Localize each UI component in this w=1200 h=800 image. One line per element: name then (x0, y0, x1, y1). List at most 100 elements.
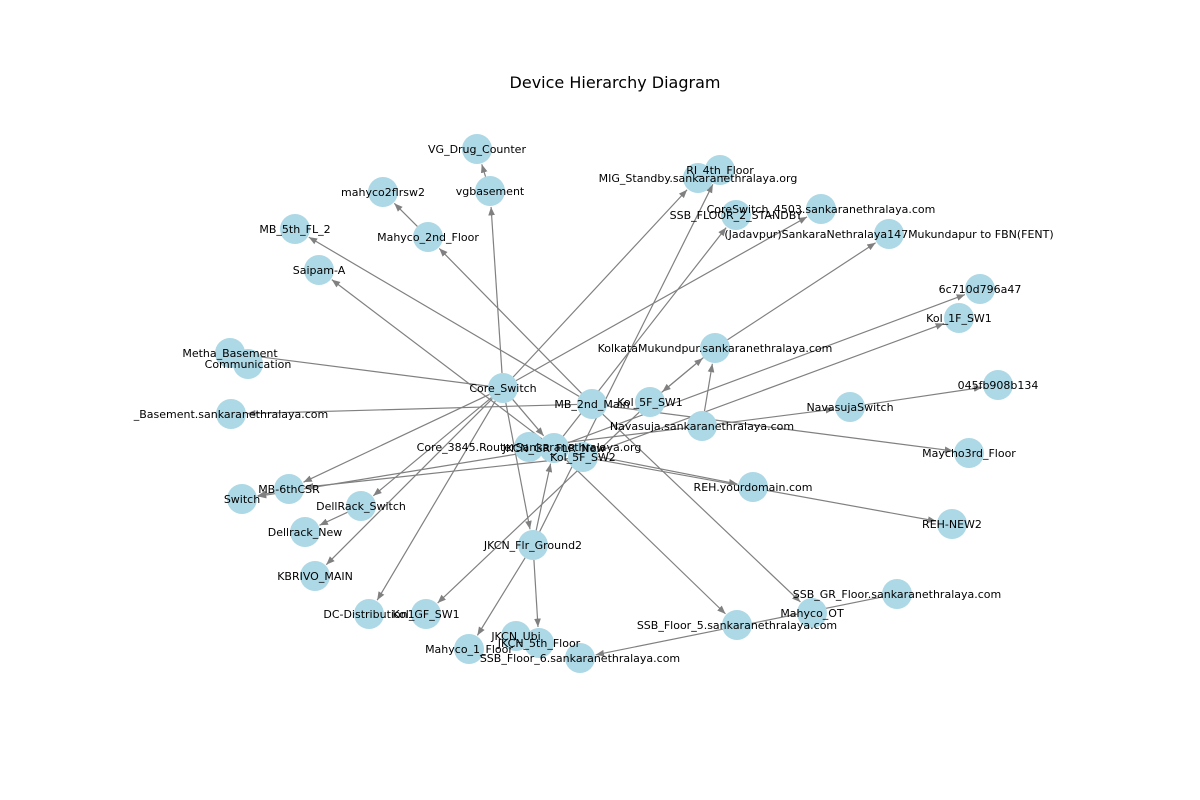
node-label-mahyco2flrsw2: mahyco2flrsw2 (341, 186, 425, 199)
node-label-kol-1f-sw1: Kol_1F_SW1 (926, 312, 992, 325)
node-dellrack-new (290, 517, 320, 547)
node-maycho3rd-floor (954, 438, 984, 468)
node-label-mb-5th-fl-2: MB_5th_FL_2 (259, 223, 330, 236)
node-label-navasuja-sankara: Navasuja.sankaranethralaya.com (610, 420, 794, 433)
node-label-mahyco-ot: Mahyco_OT (780, 607, 844, 620)
node-navasujaswitch (835, 392, 865, 422)
edge-jkcn-flr-ground2-to-ri-4th-floor (539, 184, 714, 532)
node-label-mahyco-2nd-floor: Mahyco_2nd_Floor (377, 231, 479, 244)
node-mb-2nd-main (577, 389, 607, 419)
node-vg-drug-counter (462, 134, 492, 164)
labels-layer: VG_Drug_CounterRI_4th_FloorMIG_Standby.s… (133, 143, 1054, 665)
node-jkcn-flr-ground2 (518, 530, 548, 560)
node-label-jkcn-flr-ground2: JKCN_Flr_Ground2 (483, 539, 582, 552)
edge-jkcn-flr-ground2-to-jkcn-5th-floor (533, 559, 541, 628)
edge-navasuja-sankara-to-navasujaswitch (716, 406, 835, 425)
node-jkcn-gr-flr-new (539, 433, 569, 463)
node-dellrack-switch (346, 491, 376, 521)
node-kol-5f-sw2 (568, 442, 598, 472)
node-label-saipam-a: Saipam-A (293, 264, 346, 277)
node-reh-new2 (937, 509, 967, 539)
node-label-basement-sankara: _Basement.sankaranethralaya.com (133, 408, 329, 421)
node-label-kolkatamukundpur: KolkataMukundpur.sankaranethralaya.com (598, 342, 833, 355)
edge-mb-2nd-main-to-mahyco-ot (602, 413, 801, 603)
node-label-mb-6thcsr: MB-6thCSR (258, 483, 320, 496)
node-label-jkcn-5th-floor: JKCN_5th_Floor (497, 637, 581, 650)
edge-jkcn-gr-flr-new-to-ssb-floor-5 (564, 457, 726, 615)
node-label-core-switch: Core_Switch (469, 382, 536, 395)
node-label-mahyco-1-floor: Mahyco_1_Floor (425, 643, 513, 656)
node-switch (227, 484, 257, 514)
edge-kol-5f-sw2-to-mb-6thcsr (304, 458, 569, 490)
node-label-jkcn-ubi: JKCN_Ubi (490, 630, 540, 643)
node-label-mig-standby: MIG_Standby.sankaranethralaya.org (599, 172, 798, 185)
edge-core-switch-to-mig-standby (512, 189, 688, 378)
edge-navasuja-sankara-to-kolkatamukundpur (703, 363, 715, 412)
node-ssb-floor-5 (722, 610, 752, 640)
edge-core-switch-to-coreswitch-4503 (515, 216, 808, 382)
node-label-maycho3rd-floor: Maycho3rd_Floor (922, 447, 1016, 460)
node-kolkatamukundpur (700, 333, 730, 363)
node-label-kbrivo-main: KBRIVO_MAIN (277, 570, 353, 583)
node-ssb-gr-floor (882, 579, 912, 609)
node-label-045fb908b134: 045fb908b134 (958, 379, 1039, 392)
node-mig-standby (683, 163, 713, 193)
edge-core-switch-to-mb-6thcsr (303, 393, 490, 483)
edge-kol-5f-sw1-to-kol-gf-sw1 (437, 411, 640, 604)
edge-vgbasement-to-vg-drug-counter (481, 164, 488, 177)
edge-core-switch-to-metha-basement (245, 352, 489, 387)
node-label-dellrack-new: Dellrack_New (268, 526, 343, 539)
node-communication (233, 349, 263, 379)
node-core-3845 (514, 432, 544, 462)
edge-jkcn-gr-flr-new-to-saipam-a (331, 279, 543, 440)
node-saipam-a (304, 255, 334, 285)
node-mahyco2flrsw2 (368, 177, 398, 207)
edge-mb-6thcsr-to-switch (257, 490, 275, 498)
edge-kol-5f-sw1-to-kolkatamukundpur (661, 357, 704, 393)
node-label-6c710d796a47: 6c710d796a47 (939, 283, 1022, 296)
edge-kol-5f-sw2-to-kol-1f-sw1 (596, 322, 945, 453)
node-mahyco-1-floor (454, 634, 484, 664)
edge-jkcn-gr-flr-new-to-switch (257, 449, 540, 499)
diagram-title: Device Hierarchy Diagram (510, 73, 721, 92)
node-reh-yourdomain (738, 472, 768, 502)
node-label-ssb-floor-6: SSB_Floor_6.sankaranethralaya.com (480, 652, 680, 665)
node-mb-6thcsr (274, 474, 304, 504)
node-6c710d796a47 (965, 274, 995, 304)
edge-dellrack-switch-to-dellrack-new (319, 511, 348, 526)
node-label-communication: Communication (205, 358, 292, 371)
edge-kolkatamukundpur-to-jadavpur (727, 242, 876, 341)
node-label-coreswitch-4503: CoreSwitch_4503.sankaranethralaya.com (707, 203, 936, 216)
node-label-navasujaswitch: NavasujaSwitch (806, 401, 893, 414)
node-045fb908b134 (983, 370, 1013, 400)
node-mb-5th-fl-2 (280, 214, 310, 244)
node-label-ri-4th-floor: RI_4th_Floor (686, 164, 754, 177)
node-jadavpur (874, 219, 904, 249)
node-label-reh-yourdomain: REH.yourdomain.com (694, 481, 813, 494)
node-label-kol-gf-sw1: Kol_GF_SW1 (392, 608, 459, 621)
node-label-kol-5f-sw2: Kol_5F_SW2 (550, 451, 616, 464)
edge-core-switch-to-dc-distribution (376, 400, 496, 601)
edge-mb-2nd-main-to-maycho3rd-floor (606, 405, 954, 454)
nodes-layer (215, 134, 1013, 673)
edge-core-switch-to-jkcn-flr-ground2 (505, 402, 532, 530)
edge-mb-2nd-main-to-basement-sankara (246, 403, 578, 417)
node-kol-gf-sw1 (411, 599, 441, 629)
node-mahyco-2nd-floor (413, 222, 443, 252)
node-vgbasement (475, 176, 505, 206)
edge-core-switch-to-kbrivo-main (325, 398, 493, 566)
node-label-jadavpur: (Jadavpur)SankaraNethralaya147Mukundapur… (724, 228, 1053, 241)
node-navasuja-sankara (687, 411, 717, 441)
node-label-core-3845: Core_3845.RouterSankaranethralaya.org (417, 441, 642, 454)
node-label-reh-new2: REH-NEW2 (922, 518, 982, 531)
node-core-switch (488, 373, 518, 403)
node-ssb-floor-2-standby (721, 200, 751, 230)
node-label-vgbasement: vgbasement (456, 185, 525, 198)
node-jkcn-ubi (501, 621, 531, 651)
node-label-kol-5f-sw1: Kol_5F_SW1 (617, 396, 683, 409)
node-mahyco-ot (797, 598, 827, 628)
edge-navasuja-sankara-to-core-3845 (544, 427, 688, 448)
edge-core-switch-to-vgbasement (488, 206, 503, 374)
